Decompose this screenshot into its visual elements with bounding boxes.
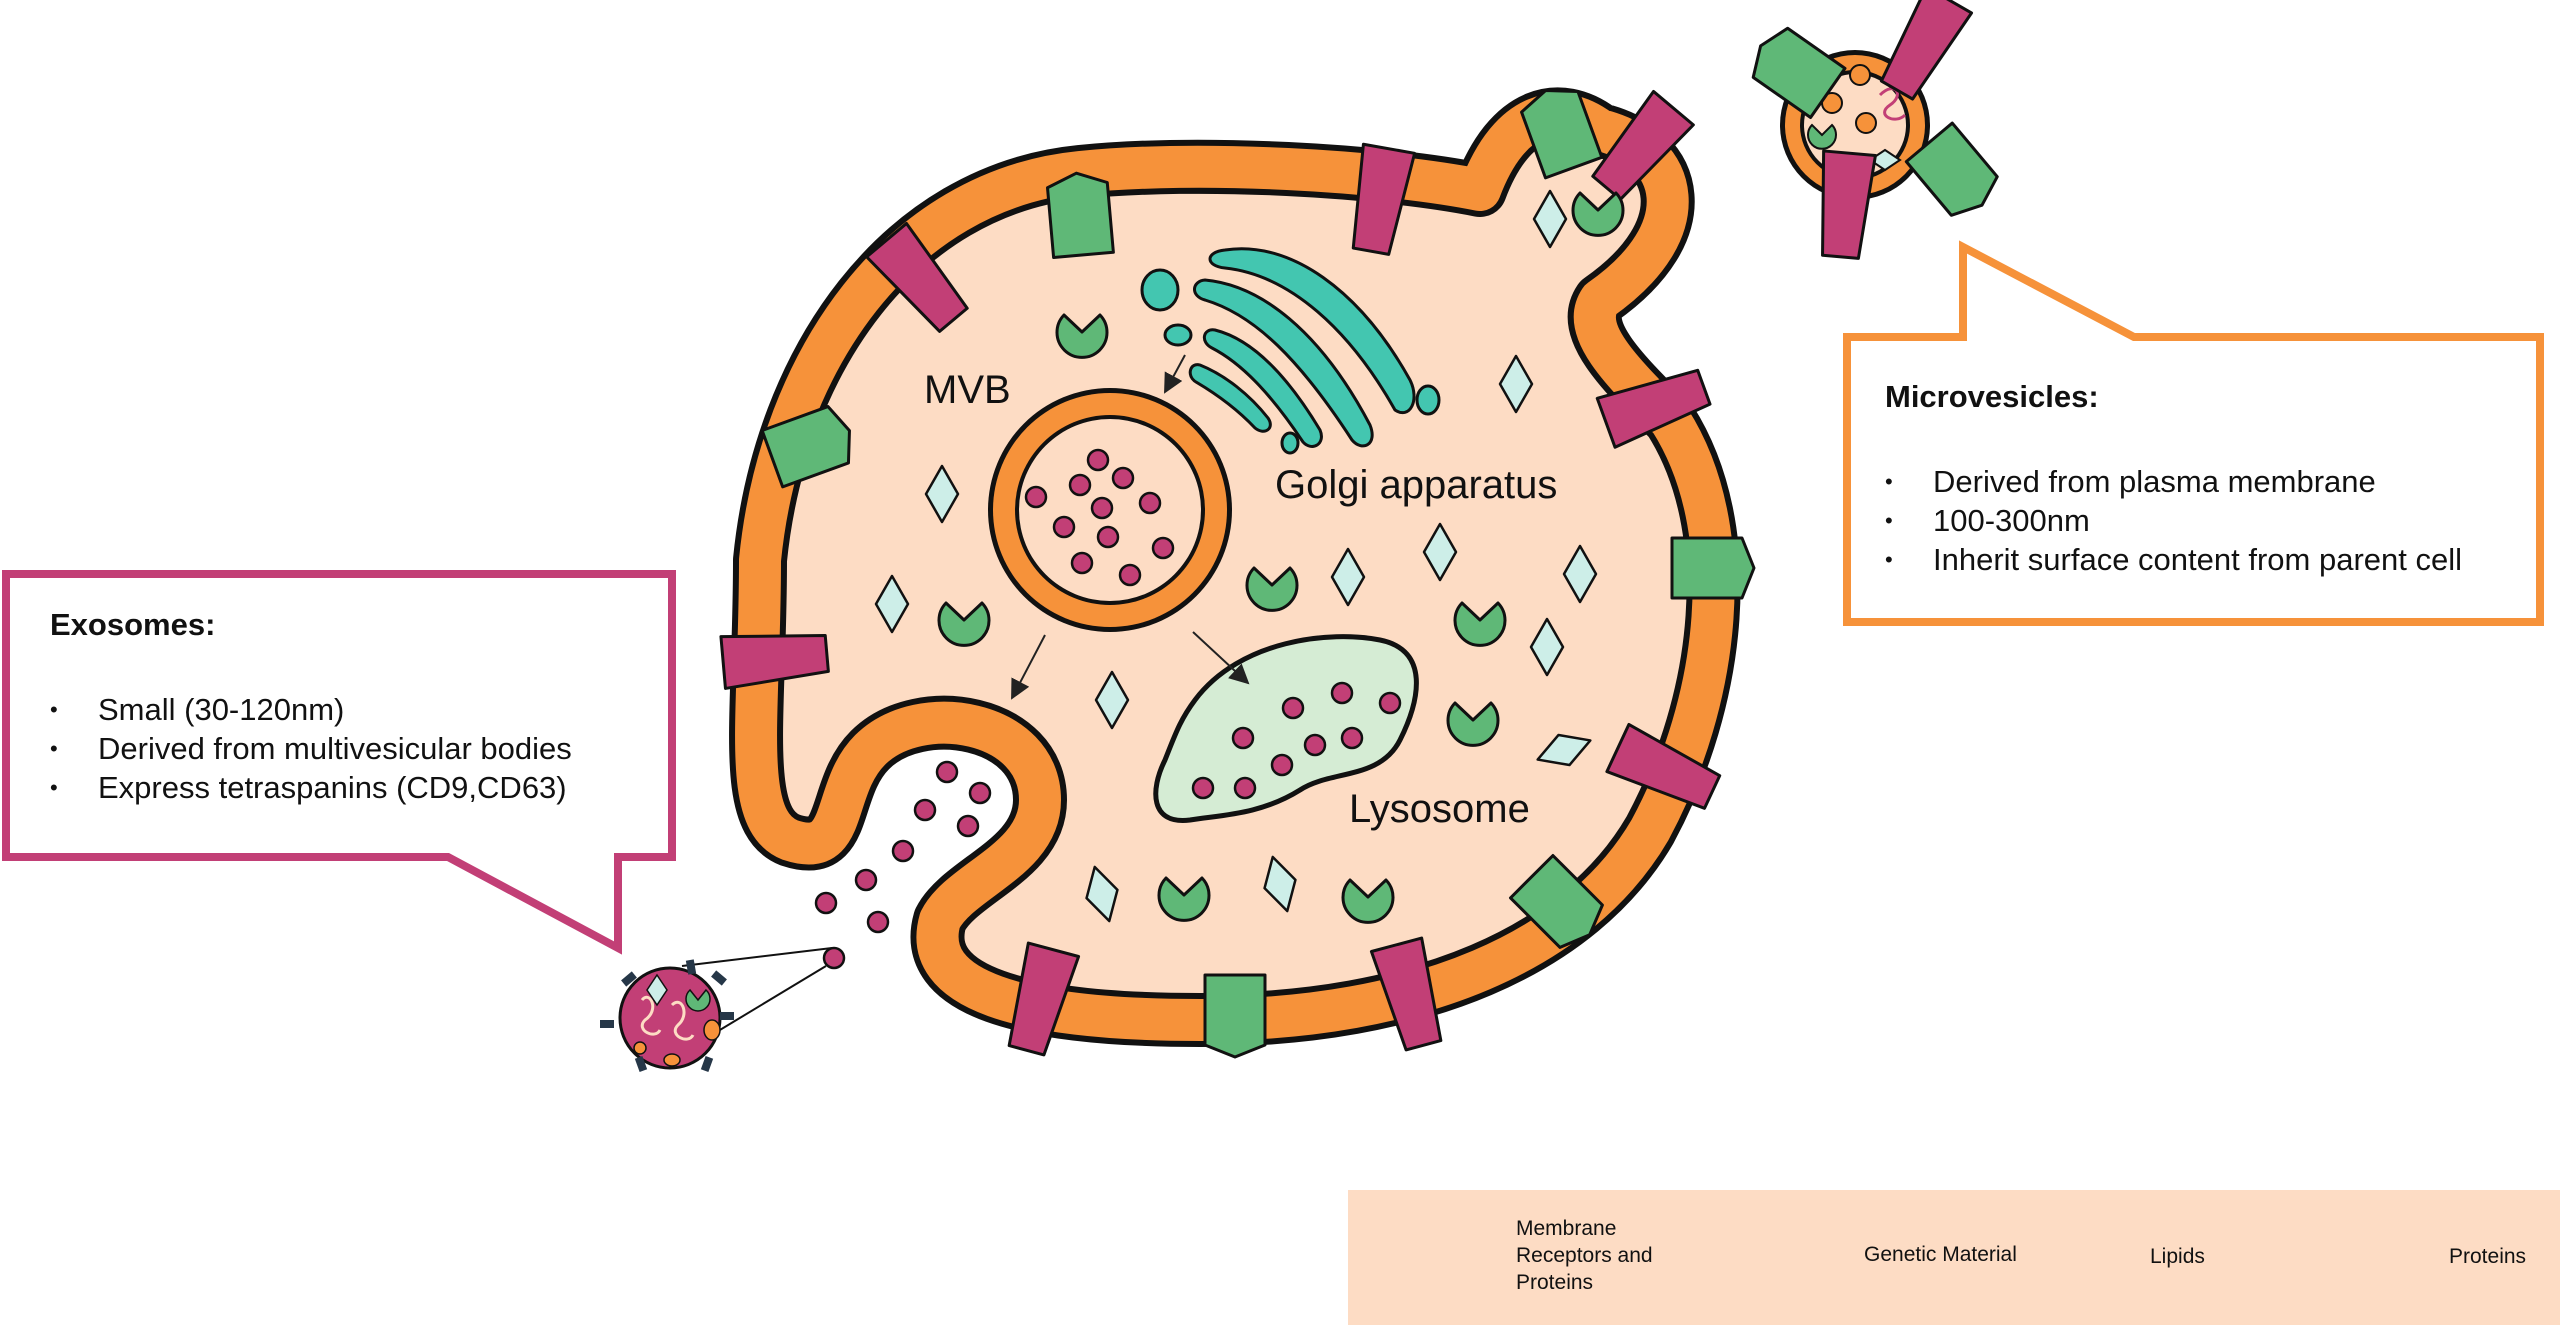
legend-lipids-label: Lipids bbox=[2150, 1245, 2205, 1268]
golgi-label: Golgi apparatus bbox=[1275, 463, 1558, 507]
exosome-zoom bbox=[600, 947, 833, 1072]
microvesicle-bullets: Derived from plasma membrane 100-300nm I… bbox=[1885, 462, 2525, 579]
microvesicle-bullet: Derived from plasma membrane bbox=[1885, 462, 2525, 501]
released-exosomes bbox=[814, 760, 992, 970]
multivesicular-body bbox=[988, 388, 1232, 632]
microvesicle bbox=[1741, 0, 2007, 261]
mvb-label: MVB bbox=[924, 368, 1011, 412]
exosome-title: Exosomes: bbox=[50, 607, 216, 642]
golgi-apparatus bbox=[1140, 247, 1441, 455]
microvesicle-bullet: Inherit surface content from parent cell bbox=[1885, 540, 2525, 579]
exosome-bullet: Small (30-120nm) bbox=[50, 690, 660, 729]
legend-proteins-label: Proteins bbox=[2449, 1245, 2527, 1268]
pathway-arrows bbox=[1011, 354, 1250, 700]
legend-genetic-label: Genetic Material bbox=[1864, 1243, 2017, 1266]
exosome-bullets: Small (30-120nm) Derived from multivesic… bbox=[50, 690, 660, 807]
exosome-callout: Exosomes: Small (30-120nm) Derived from … bbox=[50, 607, 660, 807]
legend-membrane-label: Membrane Receptors and Proteins bbox=[1516, 1217, 1653, 1294]
exosome-bullet: Derived from multivesicular bodies bbox=[50, 729, 660, 768]
legend-panel bbox=[1348, 1190, 2560, 1325]
exosome-bullet: Express tetraspanins (CD9,CD63) bbox=[50, 768, 660, 807]
microvesicle-bullet: 100-300nm bbox=[1885, 501, 2525, 540]
lysosome bbox=[1153, 634, 1419, 823]
microvesicle-title: Microvesicles: bbox=[1885, 379, 2099, 414]
microvesicle-callout: Microvesicles: Derived from plasma membr… bbox=[1885, 379, 2525, 579]
lysosome-label: Lysosome bbox=[1349, 787, 1530, 831]
